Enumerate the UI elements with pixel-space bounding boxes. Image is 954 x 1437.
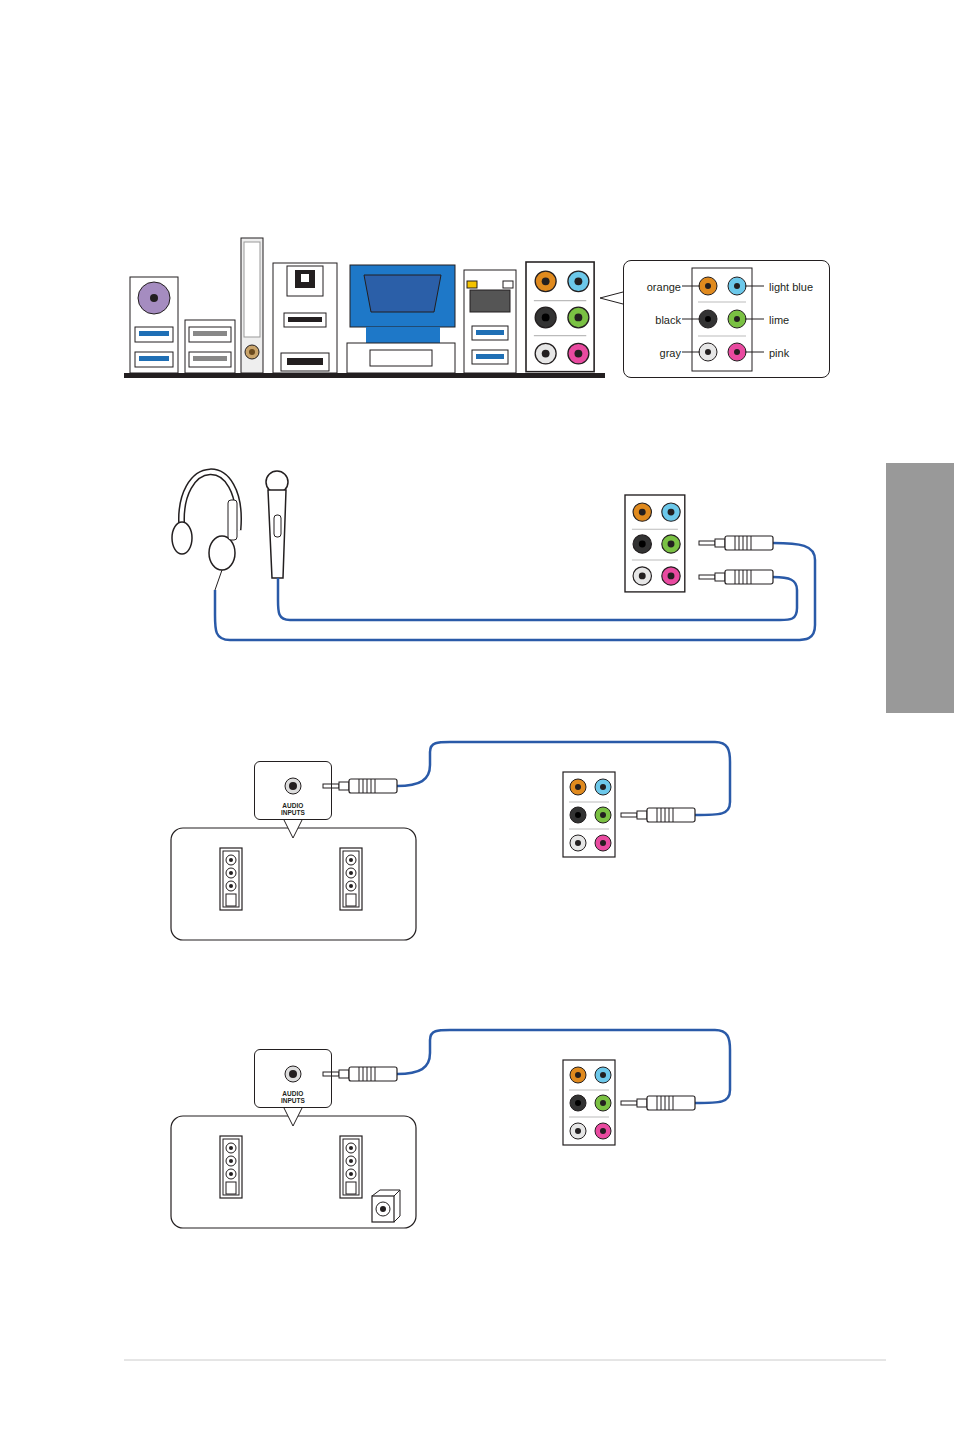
color-label: lime bbox=[769, 314, 789, 327]
audio-input-box: AUDIO INPUTS bbox=[254, 1049, 332, 1108]
color-callout: orange light blue black lime gray pink bbox=[623, 260, 830, 378]
color-label: light blue bbox=[769, 281, 813, 294]
color-label: gray bbox=[660, 347, 681, 360]
color-label: black bbox=[655, 314, 681, 327]
audio-input-box: AUDIO INPUTS bbox=[254, 761, 332, 820]
color-label: orange bbox=[647, 281, 681, 294]
color-label: pink bbox=[769, 347, 789, 360]
box-label: AUDIO INPUTS bbox=[273, 1090, 313, 1105]
box-label: AUDIO INPUTS bbox=[273, 802, 313, 817]
